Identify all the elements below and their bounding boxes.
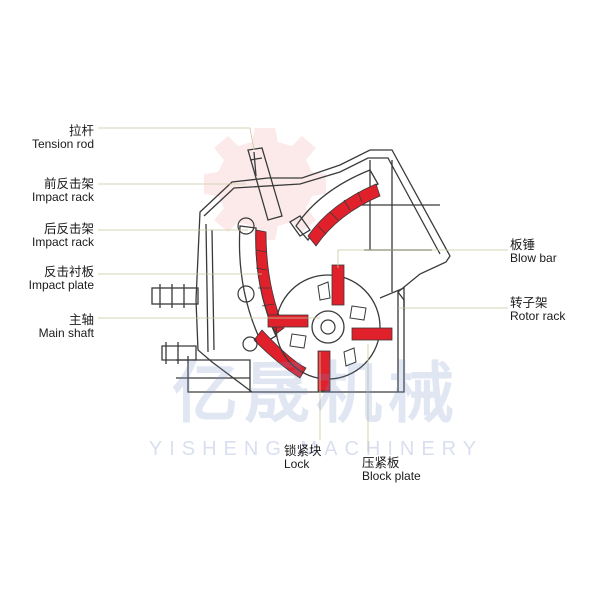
label-blow-bar: 板锤 Blow bar [510,237,557,266]
label-front-impact-rack-zh: 前反击架 [43,176,94,191]
tension-rod-drawing [151,147,311,364]
label-tension-rod: 拉杆 Tension rod [26,123,94,152]
watermark-brand-en: YISHENG MACHINERY [148,438,484,460]
label-rear-impact-rack: 后反击架 Impact rack [20,221,94,250]
blow-bar-left [267,314,309,328]
crusher-housing [176,149,451,393]
label-lock-zh: 锁紧块 [284,443,322,458]
label-front-impact-rack-en: Impact rack [31,190,94,205]
gear-watermark-icon [204,128,326,240]
label-front-impact-rack: 前反击架 Impact rack [26,176,94,205]
label-lock-en: Lock [284,457,310,472]
rotor-drawing [267,264,393,392]
label-rotor-rack-zh: 转子架 [510,295,548,310]
label-rotor-rack: 转子架 Rotor rack [510,295,566,324]
label-blow-bar-zh: 板锤 [510,237,536,252]
label-rear-impact-rack-zh: 后反击架 [43,221,94,236]
label-rear-impact-rack-en: Impact rack [31,235,94,250]
label-main-shaft-zh: 主轴 [68,312,94,327]
label-main-shaft-en: Main shaft [38,326,94,341]
blow-bar-right [351,327,393,341]
label-block-plate-en: Block plate [362,469,421,484]
label-impact-plate-en: Impact plate [28,278,94,293]
label-impact-plate: 反击衬板 Impact plate [18,264,94,293]
label-rotor-rack-en: Rotor rack [510,309,566,324]
blow-bar-top [331,264,345,306]
label-lock: 锁紧块 Lock [284,443,322,472]
label-impact-plate-zh: 反击衬板 [43,264,94,279]
label-blow-bar-en: Blow bar [510,251,557,266]
leader-lines [98,127,508,452]
label-tension-rod-en: Tension rod [31,137,94,152]
label-block-plate: 压紧板 Block plate [362,455,421,484]
label-main-shaft: 主轴 Main shaft [20,312,94,341]
label-block-plate-zh: 压紧板 [362,455,400,470]
front-impact-rack-drawing [295,169,381,247]
label-tension-rod-zh: 拉杆 [68,123,94,138]
blow-bar-bottom [317,350,331,392]
watermark-brand-zh: 亿晟机械 [172,355,460,432]
